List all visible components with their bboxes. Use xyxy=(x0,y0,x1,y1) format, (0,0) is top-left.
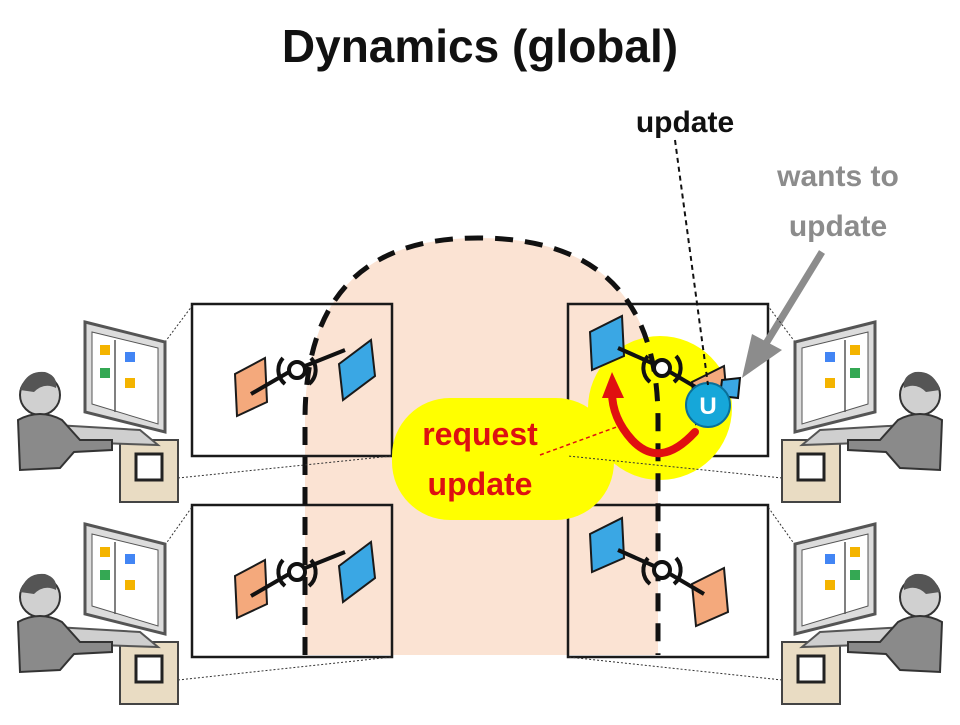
shared-region-border xyxy=(302,235,661,655)
update-badge-label: U xyxy=(699,393,716,420)
wants-to-update-line1: wants to xyxy=(776,160,899,193)
user-connectors xyxy=(164,305,796,681)
update-highlight xyxy=(588,336,732,480)
request-update-bubble xyxy=(392,398,614,520)
gray-arrow-head xyxy=(742,334,782,378)
request-update-line2: update xyxy=(428,466,533,502)
component-box-bottom-right xyxy=(566,503,770,659)
update-label: update xyxy=(636,106,734,139)
user-at-computer-icon xyxy=(780,320,944,504)
request-update-line1: request xyxy=(422,416,538,452)
page-title: Dynamics (global) xyxy=(282,20,678,72)
gray-arrow-shaft xyxy=(759,250,825,352)
request-connector xyxy=(539,424,623,456)
user-at-computer-icon xyxy=(780,522,944,706)
component-box-top-left xyxy=(190,302,394,458)
red-update-arrow xyxy=(608,388,699,458)
wants-to-update-line2: update xyxy=(789,210,887,243)
user-at-computer-icon xyxy=(16,522,180,706)
user-at-computer-icon xyxy=(16,320,180,504)
component-box-bottom-left xyxy=(190,503,394,659)
